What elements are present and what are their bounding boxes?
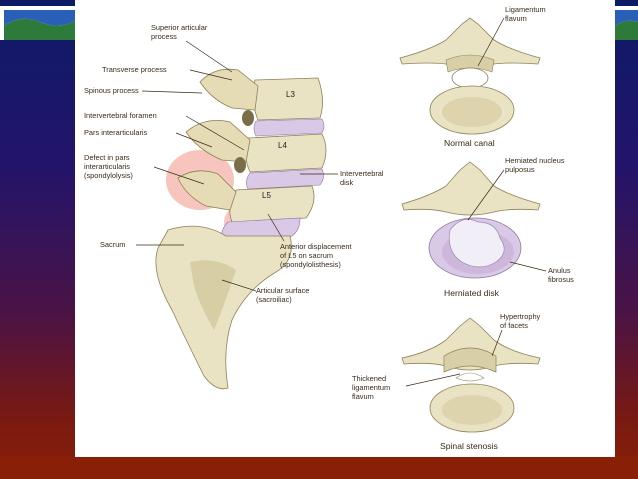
vertebra-label-l3: L3 bbox=[286, 90, 295, 99]
sacrum-bone bbox=[155, 225, 292, 390]
label-hypertrophy-of-facets-line1: Hypertrophy bbox=[500, 312, 541, 321]
normal-canal-arch bbox=[399, 17, 541, 69]
label-anterior-displacement-line2: of L5 on sacrum bbox=[280, 251, 333, 260]
caption-spinal-stenosis: Spinal stenosis bbox=[440, 441, 498, 451]
leader-thickened-ligamentum-flavum bbox=[405, 373, 461, 387]
label-ligamentum-flavum-line1: Ligamentum bbox=[505, 5, 546, 14]
leader-defect-in-pars bbox=[153, 166, 205, 185]
caption-normal-canal: Normal canal bbox=[444, 138, 495, 148]
label-superior-articular-process-line1: Superior articular bbox=[151, 23, 208, 32]
leader-intervertebral-foramen bbox=[185, 115, 245, 151]
label-articular-surface-line1: Articular surface bbox=[256, 286, 309, 295]
label-herniated-nucleus-pulposus-line1: Herniated nucleus bbox=[505, 156, 565, 165]
herniated-disk-arch bbox=[401, 161, 541, 216]
leader-transverse-process bbox=[189, 69, 233, 81]
leader-anterior-displacement bbox=[267, 213, 285, 242]
normal-canal-foramen bbox=[451, 67, 489, 89]
posterior-elements-l4 bbox=[185, 119, 251, 163]
leader-pars-interarticularis bbox=[175, 132, 213, 148]
vertebra-label-l5: L5 bbox=[262, 191, 271, 200]
label-articular-surface-line2: (sacroiliac) bbox=[256, 295, 292, 304]
label-thickened-ligamentum-flavum-line1: Thickened bbox=[352, 374, 386, 383]
figure-panel bbox=[75, 0, 615, 457]
stenosis-body-inner bbox=[442, 395, 502, 425]
label-herniated-nucleus-pulposus: Herniated nucleus pulposus bbox=[505, 156, 567, 174]
label-defect-in-pars-line2: interarticularis bbox=[84, 162, 130, 171]
label-anulus-fibrosus: Anulus fibrosus bbox=[548, 266, 574, 284]
label-defect-in-pars: Defect in pars interarticularis (spondyl… bbox=[84, 153, 133, 180]
label-thickened-ligamentum-flavum-line3: flavum bbox=[352, 392, 374, 401]
posterior-elements-l3 bbox=[199, 68, 259, 111]
label-intervertebral-disk: Intervertebral disk bbox=[340, 169, 386, 187]
normal-canal-body-inner bbox=[442, 97, 502, 127]
disk-l5-s1 bbox=[221, 217, 301, 239]
label-spinous-process: Spinous process bbox=[84, 86, 139, 95]
leader-anulus-fibrosus bbox=[509, 261, 547, 272]
label-articular-surface: Articular surface (sacroiliac) bbox=[256, 286, 311, 304]
posterior-elements-l5 bbox=[177, 170, 237, 211]
stenosis-arch bbox=[401, 317, 541, 371]
logo-sky-right bbox=[615, 10, 638, 26]
label-hypertrophy-of-facets: Hypertrophy of facets bbox=[500, 312, 542, 330]
label-transverse-process: Transverse process bbox=[102, 65, 167, 74]
label-intervertebral-foramen: Intervertebral foramen bbox=[84, 111, 157, 120]
logo-wave-right bbox=[615, 20, 638, 40]
foramen-l3-l4 bbox=[242, 110, 254, 126]
label-ligamentum-flavum-line2: flavum bbox=[505, 14, 527, 23]
label-ligamentum-flavum: Ligamentum flavum bbox=[505, 5, 548, 23]
label-superior-articular-process-line2: process bbox=[151, 32, 177, 41]
stenosis-narrow-canal bbox=[455, 372, 485, 382]
herniated-disk-illustration bbox=[401, 161, 541, 279]
vertebra-label-l4: L4 bbox=[278, 141, 287, 150]
leader-spinous-process bbox=[141, 90, 203, 94]
header-logo-strip bbox=[0, 6, 638, 40]
label-anulus-fibrosus-line1: Anulus bbox=[548, 266, 571, 275]
logo-wave-left bbox=[4, 18, 76, 40]
foramen-l4-l5 bbox=[234, 157, 246, 173]
stenosis-hypertrophic-facets bbox=[443, 347, 497, 373]
vertebra-body-l5 bbox=[229, 185, 315, 223]
leader-articular-surface bbox=[221, 279, 257, 292]
label-intervertebral-disk-line1: Intervertebral bbox=[340, 169, 384, 178]
leader-hypertrophy-of-facets bbox=[491, 329, 503, 357]
label-anterior-displacement-line1: Anterior displacement bbox=[280, 242, 351, 251]
vertebra-body-l3 bbox=[252, 77, 323, 121]
caption-herniated-disk: Herniated disk bbox=[444, 288, 500, 298]
bottom-bar bbox=[0, 457, 638, 479]
sacrum-shading bbox=[190, 260, 236, 330]
label-anterior-displacement-line3: (spondylolisthesis) bbox=[280, 260, 341, 269]
leader-herniated-nucleus-pulposus bbox=[467, 169, 505, 221]
label-anulus-fibrosus-line2: fibrosus bbox=[548, 275, 574, 284]
normal-canal-illustration bbox=[399, 17, 541, 135]
label-sacrum: Sacrum bbox=[100, 240, 125, 249]
label-thickened-ligamentum-flavum: Thickened ligamentum flavum bbox=[352, 374, 392, 401]
leader-superior-articular-process bbox=[185, 40, 233, 73]
label-hypertrophy-of-facets-line2: of facets bbox=[500, 321, 528, 330]
leader-ligamentum-flavum bbox=[477, 17, 505, 67]
spinal-stenosis-illustration bbox=[401, 317, 541, 433]
label-pars-interarticularis: Pars interarticularis bbox=[84, 128, 148, 137]
label-anterior-displacement: Anterior displacement of L5 on sacrum (s… bbox=[280, 242, 354, 269]
herniated-nucleus bbox=[448, 219, 505, 268]
label-thickened-ligamentum-flavum-line2: ligamentum bbox=[352, 383, 390, 392]
label-defect-in-pars-line1: Defect in pars bbox=[84, 153, 130, 162]
label-herniated-nucleus-pulposus-line2: pulposus bbox=[505, 165, 535, 174]
lumbar-spine-illustration bbox=[155, 68, 327, 390]
label-defect-in-pars-line3: (spondylolysis) bbox=[84, 171, 133, 180]
label-superior-articular-process: Superior articular process bbox=[151, 23, 209, 41]
vertebra-body-l4 bbox=[245, 133, 327, 173]
label-intervertebral-disk-line2: disk bbox=[340, 178, 353, 187]
disk-l3-l4 bbox=[253, 118, 325, 137]
logo-sky-left bbox=[4, 10, 76, 26]
